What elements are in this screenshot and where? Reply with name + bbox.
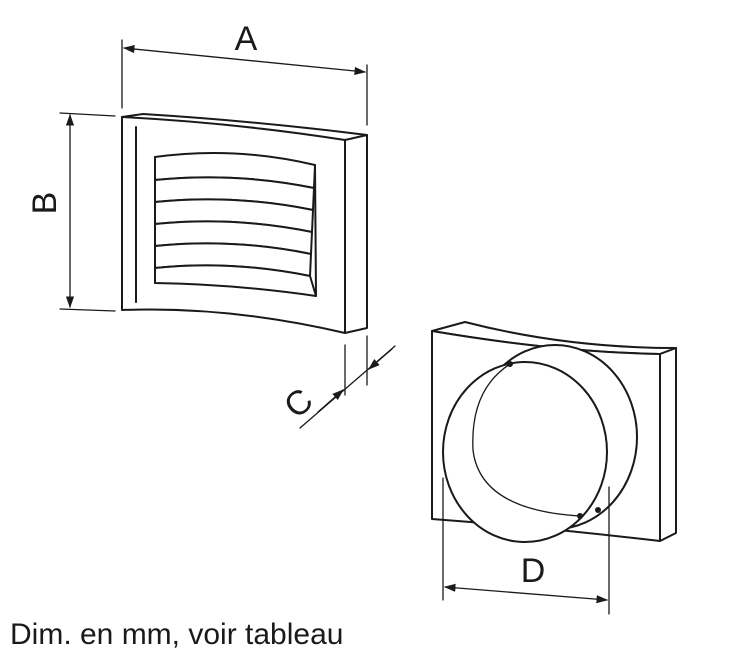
louvered-grille-front-view: [121, 113, 368, 334]
dimension-b-label: B: [26, 192, 64, 215]
dimension-c-label: C: [277, 381, 320, 426]
dimension-a: A: [121, 20, 368, 126]
dimension-d: D: [442, 477, 610, 615]
spigot-rivet-bottom: [577, 513, 583, 519]
grille-side-face: [344, 134, 368, 334]
rear-side-face: [659, 347, 677, 542]
grille-rear-view-with-spigot: [431, 321, 677, 543]
dimension-d-label: D: [521, 552, 546, 590]
spigot-rivet-side: [595, 507, 601, 513]
grille-louvers: [154, 151, 317, 297]
dimension-b: B: [26, 112, 116, 312]
grille-top-edge: [121, 113, 368, 136]
spigot-rivet-top: [507, 361, 513, 367]
dimension-c: C: [277, 335, 396, 429]
spigot-front-ring: [442, 361, 608, 543]
dimension-a-label: A: [235, 20, 258, 58]
caption-dimensions-note: Dim. en mm, voir tableau: [10, 618, 344, 651]
spigot-inner-edge: [472, 363, 581, 517]
